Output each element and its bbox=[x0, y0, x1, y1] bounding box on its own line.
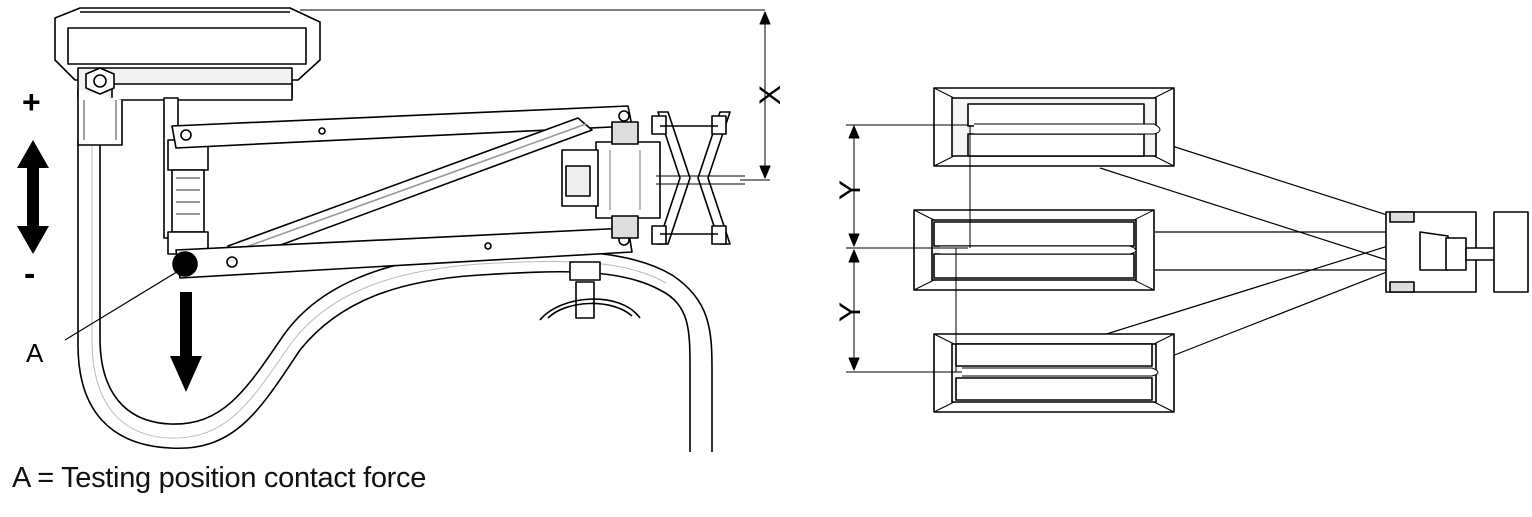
collector-shoe-lower bbox=[933, 333, 1175, 413]
force-arrow-icon bbox=[170, 292, 202, 392]
dimension-x bbox=[300, 9, 771, 181]
side-view bbox=[17, 7, 771, 452]
collector-housing bbox=[54, 7, 321, 239]
collector-shoe-middle bbox=[913, 209, 1155, 291]
conductor-rail bbox=[77, 140, 713, 452]
collector-shoe-upper bbox=[933, 87, 1175, 167]
adjust-arrow-icon bbox=[17, 140, 49, 254]
point-a-label: A bbox=[26, 338, 44, 368]
top-view bbox=[846, 87, 1529, 413]
leader-line-a bbox=[64, 269, 181, 341]
dimension-y bbox=[846, 124, 971, 373]
rail-hanger bbox=[539, 261, 641, 321]
mounting-block bbox=[561, 121, 661, 239]
linkage-lines bbox=[1099, 145, 1441, 357]
minus-label: - bbox=[24, 255, 35, 293]
dimension-y-upper-label: Y bbox=[834, 180, 867, 200]
lower-arm bbox=[175, 227, 633, 279]
plus-label: + bbox=[22, 84, 41, 120]
caption-text: A = Testing position contact force bbox=[12, 462, 427, 494]
dimension-x-label: X bbox=[754, 85, 787, 105]
spring-cylinder bbox=[167, 139, 209, 255]
clamp-bracket bbox=[651, 111, 745, 245]
pivot-assembly bbox=[1385, 211, 1529, 293]
dimension-y-lower-label: Y bbox=[834, 302, 867, 322]
